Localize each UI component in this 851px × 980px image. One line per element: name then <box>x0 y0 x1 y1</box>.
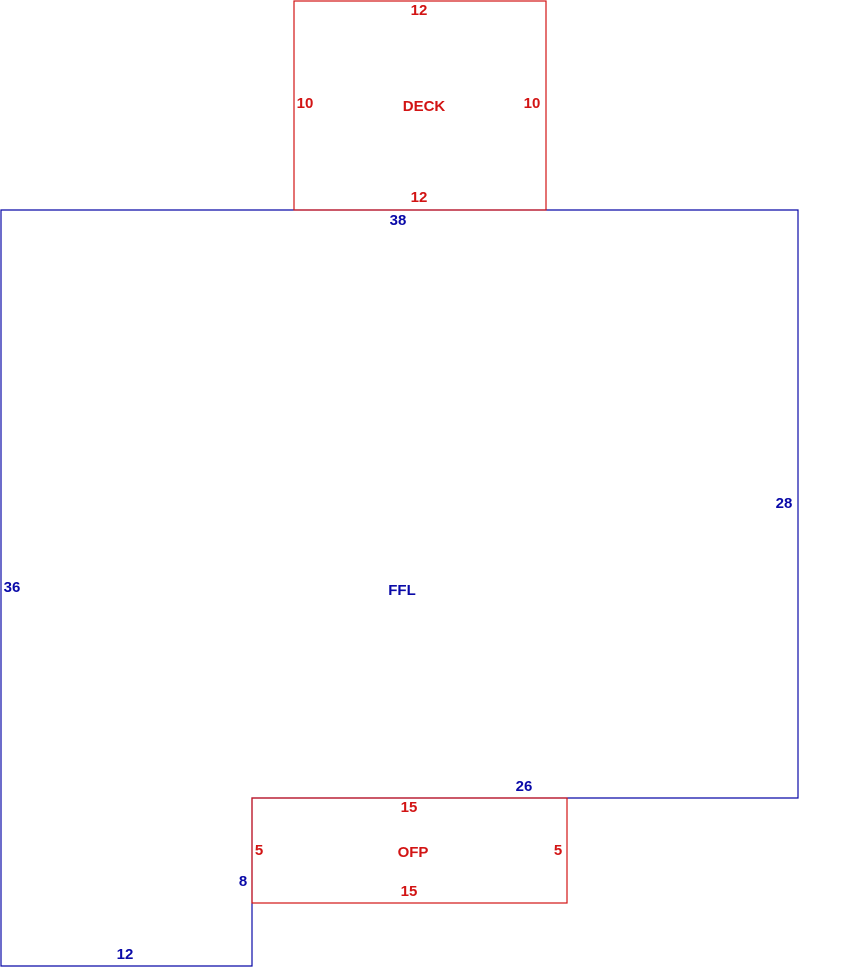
deck-top-dim: 12 <box>411 2 428 19</box>
ffl-left-dim: 36 <box>4 579 21 596</box>
ofp-bottom-dim: 15 <box>401 883 418 900</box>
ffl-name-label: FFL <box>388 582 416 599</box>
ffl-step-dim: 8 <box>239 873 247 890</box>
ofp-left-dim: 5 <box>255 842 263 859</box>
deck-outline <box>293 0 547 211</box>
ofp-outline <box>251 797 568 904</box>
ofp-name-label: OFP <box>398 844 429 861</box>
deck-bottom-dim: 12 <box>411 189 428 206</box>
ofp-top-dim: 15 <box>401 799 418 816</box>
ffl-right-dim: 28 <box>776 495 793 512</box>
ofp-right-dim: 5 <box>554 842 562 859</box>
ffl-bottom-left-dim: 12 <box>117 946 134 963</box>
deck-name-label: DECK <box>403 98 446 115</box>
ffl-bottom-right-dim: 26 <box>516 778 533 795</box>
deck-left-dim: 10 <box>297 95 314 112</box>
deck-right-dim: 10 <box>524 95 541 112</box>
ffl-top-dim: 38 <box>390 212 407 229</box>
